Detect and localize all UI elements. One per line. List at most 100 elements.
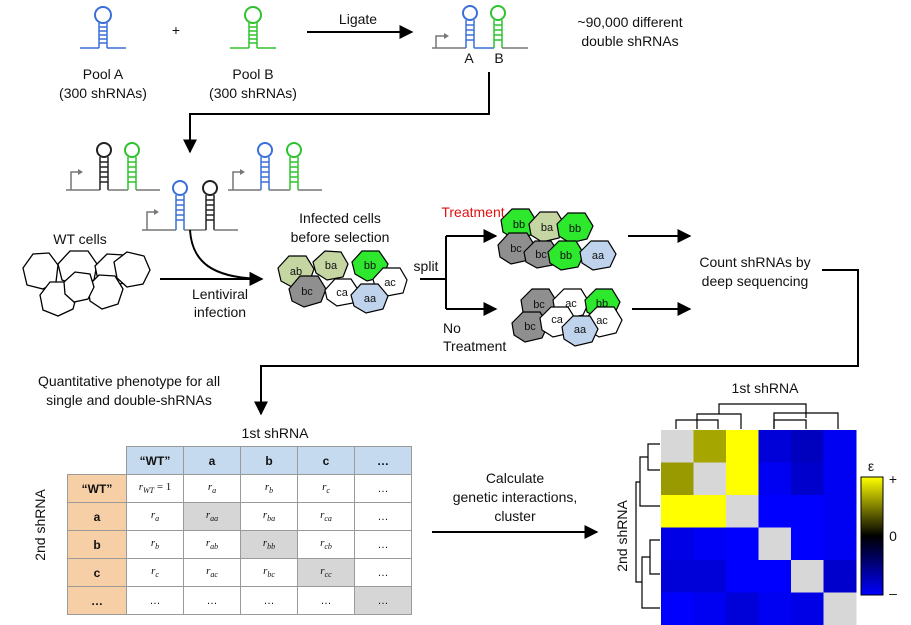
cell-label: aa bbox=[592, 250, 605, 262]
heatmap-cell bbox=[758, 560, 792, 593]
table-cell: rbc bbox=[240, 558, 298, 587]
table-cell: rba bbox=[240, 502, 298, 531]
heatmap-cell bbox=[823, 527, 857, 561]
split-arrows bbox=[420, 229, 498, 316]
treated-cells-cluster bbox=[497, 208, 617, 271]
cell-label: ab bbox=[290, 266, 302, 278]
table-row: a ra raa rba rca … bbox=[67, 502, 412, 531]
table-cell: rbb bbox=[240, 530, 298, 559]
heatmap-cell bbox=[693, 462, 727, 496]
row-header: … bbox=[67, 586, 127, 615]
lentiviral-construct-2 bbox=[142, 180, 238, 231]
lentiviral-construct-3 bbox=[228, 142, 322, 191]
pool-b-title: Pool B bbox=[232, 66, 274, 82]
cell-label: ac bbox=[384, 277, 396, 289]
infection-curve-arrow bbox=[189, 229, 264, 286]
heatmap-cell bbox=[661, 495, 694, 528]
infected-cells-cluster bbox=[277, 250, 408, 314]
table-cell: rab bbox=[183, 530, 241, 559]
colorbar bbox=[860, 476, 884, 596]
heatmap-cell bbox=[661, 560, 694, 593]
row-header: c bbox=[67, 558, 127, 587]
col-header: … bbox=[354, 446, 412, 475]
row-header: “WT” bbox=[67, 474, 127, 503]
colorbar-plus-label: + bbox=[888, 471, 898, 487]
construct-label-b: B bbox=[494, 50, 504, 66]
heatmap-cell bbox=[758, 592, 792, 625]
heatmap-cell bbox=[726, 430, 759, 463]
heatmap-x-label: 1st shRNA bbox=[731, 380, 799, 396]
heatmap-cell bbox=[693, 560, 727, 593]
table-cell: … bbox=[183, 586, 241, 615]
heatmap-y-label: 2nd shRNA bbox=[614, 500, 630, 572]
table-cell: rca bbox=[297, 502, 355, 531]
table-cell: ra bbox=[126, 502, 184, 531]
table-col-axis-label: 1st shRNA bbox=[241, 425, 309, 441]
col-header: a bbox=[183, 446, 241, 475]
cell-label: ac bbox=[596, 315, 608, 327]
cell-label: bc bbox=[533, 299, 545, 311]
cell-label: bb bbox=[364, 260, 376, 272]
table-row: c rc rac rbc rcc … bbox=[67, 558, 412, 587]
untreated-cells-cluster bbox=[511, 288, 623, 347]
ligate-label: Ligate bbox=[338, 11, 378, 27]
col-header: “WT” bbox=[126, 446, 184, 475]
calculate-label-line1: Calculate bbox=[485, 470, 545, 486]
table-cell: rWT = 1 bbox=[126, 474, 184, 503]
heatmap-cell bbox=[758, 430, 792, 463]
treated-cell bbox=[579, 240, 617, 271]
lentiviral-label-line1: Lentiviral bbox=[191, 286, 249, 302]
cell-label: ca bbox=[551, 314, 564, 326]
heatmap-cell bbox=[693, 430, 727, 463]
table-cell: rc bbox=[297, 474, 355, 503]
heatmap-cell bbox=[758, 527, 792, 561]
table-cell: rcc bbox=[297, 558, 355, 587]
heatmap-cell bbox=[823, 495, 857, 528]
heatmap-cell bbox=[791, 462, 824, 496]
calculate-label-line3: cluster bbox=[494, 508, 536, 524]
heatmap-cell bbox=[823, 592, 857, 625]
heatmap-cell bbox=[661, 430, 694, 463]
table-cell: rc bbox=[126, 558, 184, 587]
table-cell: rcb bbox=[297, 530, 355, 559]
plus-sign: + bbox=[171, 22, 181, 38]
lentiviral-construct-1 bbox=[66, 142, 160, 191]
heatmap-left-dendrogram bbox=[635, 443, 660, 609]
cell-label: aa bbox=[574, 324, 587, 336]
heatmap-cell bbox=[791, 495, 824, 528]
phenotype-caption-line1: Quantitative phenotype for all bbox=[37, 373, 221, 389]
infected-cell-labels: ab ba bb bc ca ac aa bbox=[290, 260, 396, 305]
heatmap-cell bbox=[823, 560, 857, 593]
no-treatment-line2: Treatment bbox=[443, 338, 507, 354]
table-row: … … … … … … bbox=[67, 586, 412, 615]
untreated-cell bbox=[561, 315, 599, 347]
cell-label: bc bbox=[301, 286, 313, 298]
cell-label: bb bbox=[560, 250, 572, 262]
construct-label-a: A bbox=[464, 50, 474, 66]
hairpin-pool-a bbox=[80, 6, 126, 49]
cell-label: ba bbox=[325, 260, 338, 272]
table-cell: rb bbox=[240, 474, 298, 503]
cell-label: bc bbox=[510, 243, 522, 255]
table-cell: … bbox=[354, 530, 412, 559]
heatmap-cell bbox=[726, 560, 759, 593]
heatmap-cell bbox=[693, 495, 727, 528]
infected-label-line2: before selection bbox=[290, 229, 390, 245]
calculate-label-line2: genetic interactions, bbox=[452, 489, 578, 505]
connector-arrow-1 bbox=[183, 72, 490, 154]
heatmap-cell bbox=[693, 592, 727, 625]
infected-cell bbox=[350, 283, 389, 314]
wt-cells-cluster bbox=[22, 250, 151, 317]
lentiviral-label-line2: infection bbox=[193, 304, 247, 320]
heatmap-cell bbox=[661, 592, 694, 625]
heatmap-cell bbox=[823, 430, 857, 463]
table-cell: … bbox=[297, 586, 355, 615]
count-label-line1: Count shRNAs by bbox=[699, 254, 811, 270]
heatmap-cell bbox=[758, 462, 792, 496]
hairpin-pool-b bbox=[230, 6, 276, 49]
table-cell: raa bbox=[183, 502, 241, 531]
heatmap-cell bbox=[758, 495, 792, 528]
col-header: b bbox=[240, 446, 298, 475]
table-row: b rb rab rbb rcb … bbox=[67, 530, 412, 559]
